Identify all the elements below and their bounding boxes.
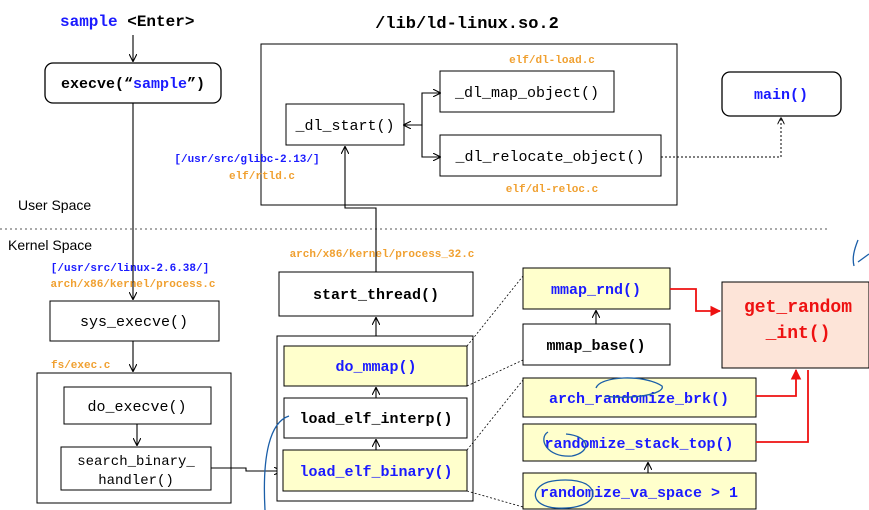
zoom-line-binary-top [466,379,524,451]
arrow-relocate-to-main [661,118,781,158]
main-label: main() [754,87,808,104]
pen-annotation-brk [595,377,663,398]
mmap-base-label: mmap_base() [546,338,645,355]
arrow-brk-to-get-random [756,368,802,397]
kernel-space-label: Kernel Space [8,237,92,253]
get-random-label-2: _int() [765,324,831,344]
sys-execve-label: sys_execve() [80,314,188,331]
dl-map-object-box [439,70,615,113]
load-elf-binary-box [282,449,468,492]
load-elf-interp-label: load_elf_interp() [299,411,452,428]
do-execve-label: do_execve() [87,399,186,416]
arrow-start-thread-to-dl-start [345,147,377,272]
load-elf-interp-box [283,397,468,439]
start-thread-label: start_thread() [313,287,439,304]
start-thread-box [278,271,474,317]
pen-annotation-curve [263,415,290,510]
execve-label: execve(“sample”) [61,76,205,93]
glibc-path-label: [/usr/src/glibc-2.13/] [174,154,319,166]
dl-relocate-object-box [439,134,662,177]
main-box [721,71,842,117]
sys-execve-box [49,300,220,342]
mmap-rnd-box [522,267,671,310]
randomize-stack-top-label: randomize_stack_top() [544,436,733,453]
load-elf-binary-label: load_elf_binary() [299,464,452,481]
get-random-int-box [721,281,869,369]
arrow-mmap-rnd-to-get-random [670,288,722,317]
search-binary-label-2: handler() [98,473,174,489]
do-execve-box [63,386,212,425]
randomize-va-space-box [522,472,757,510]
mmap-base-box [522,323,671,366]
arch-process-32-label: arch/x86/kernel/process_32.c [290,249,475,261]
pen-annotation-stack [543,431,587,457]
linux-path-label: [/usr/src/linux-2.6.38/] [51,263,209,275]
zoom-line-mmap-bottom [466,359,524,387]
zoom-line-binary-bottom [466,490,524,508]
elf-rtld-label: elf/rtld.c [229,171,295,183]
search-binary-handler-box [60,446,212,491]
arrow-stack-top-to-get-random [756,370,809,443]
get-random-label-1: get_random [744,298,852,318]
do-mmap-box [283,345,468,387]
arch-randomize-brk-label: arch_randomize_brk() [549,391,729,408]
pen-annotation-va-space [534,479,594,509]
dl-relocate-object-label: _dl_relocate_object() [454,149,644,166]
fs-exec-label: fs/exec.c [51,360,110,372]
arrow-dl-start-to-relocate [404,124,440,157]
randomize-stack-top-box [522,423,757,462]
elf-dl-load-label: elf/dl-load.c [509,55,595,67]
dl-map-object-label: _dl_map_object() [454,85,599,102]
ld-linux-title: /lib/ld-linux.so.2 [375,15,559,34]
arch-randomize-brk-box [522,377,757,418]
search-binary-label-1: search_binary_ [77,454,195,470]
sample-enter-label: sample <Enter> [60,13,194,31]
elf-dl-reloc-label: elf/dl-reloc.c [506,184,598,196]
zoom-line-mmap-top [466,275,524,347]
do-mmap-label: do_mmap() [335,359,416,376]
dl-start-label: _dl_start() [294,118,394,135]
mmap-rnd-label: mmap_rnd() [551,282,641,299]
user-space-label: User Space [18,197,91,213]
pen-annotation-edge [852,239,869,267]
randomize-va-space-label: randomize_va_space > 1 [540,485,738,502]
dl-start-box [285,103,405,146]
arrow-search-to-load-elf-binary [211,468,281,471]
